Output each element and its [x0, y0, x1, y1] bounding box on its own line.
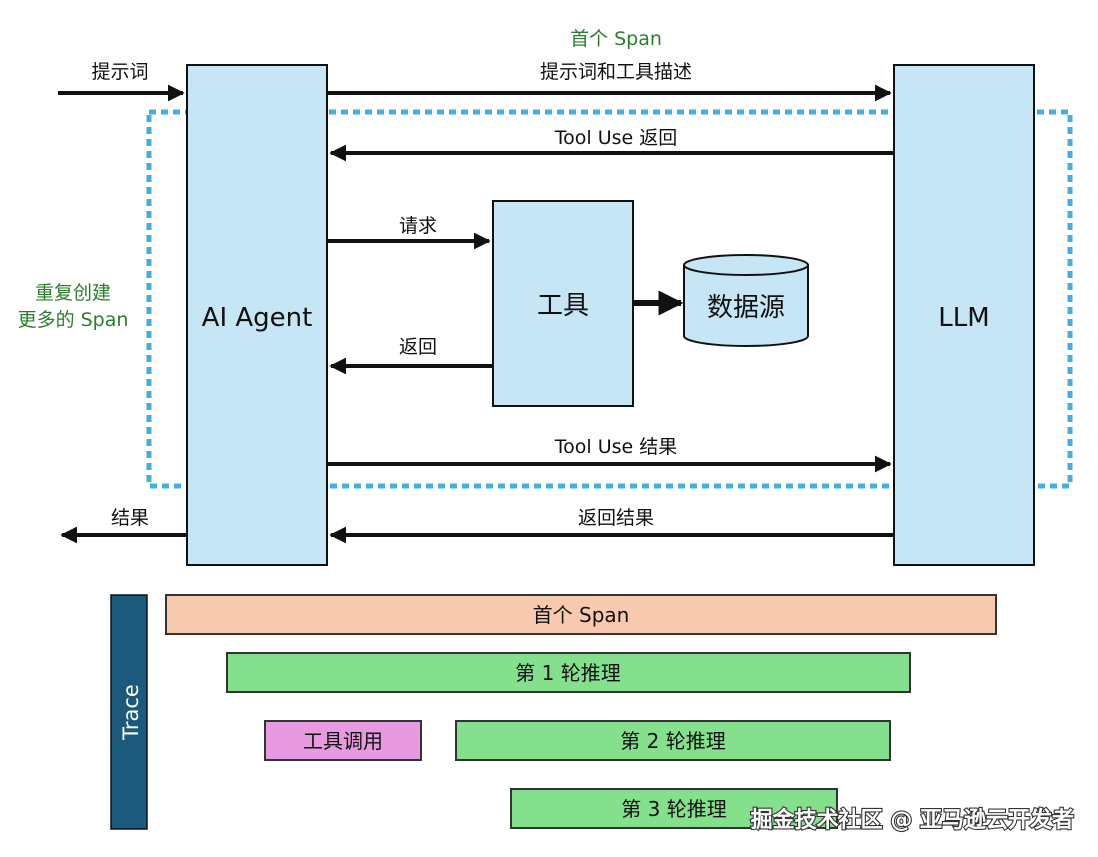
repeat-region-border	[146, 109, 1073, 489]
round1-bar-label: 第 1 轮推理	[515, 661, 620, 685]
prompt-tools-label: 提示词和工具描述	[540, 61, 692, 83]
result-out-label: 结果	[111, 507, 149, 529]
repeat-label-line1: 重复创建	[35, 282, 111, 304]
trace-label: Trace	[119, 684, 143, 741]
request-label: 请求	[399, 215, 437, 237]
first-span-bar	[165, 594, 997, 635]
return-result-label: 返回结果	[578, 507, 654, 529]
return-label: 返回	[399, 336, 437, 358]
agent-box	[186, 64, 328, 566]
datasource-cylinder	[683, 254, 809, 347]
round3-bar	[510, 788, 838, 829]
tool-call-bar	[264, 720, 422, 761]
prompt-in-label: 提示词	[91, 61, 148, 83]
agent-label: AI Agent	[202, 303, 313, 333]
watermark: 掘金技术社区 @ 亚马逊云开发者	[751, 807, 1074, 833]
llm-box	[893, 64, 1035, 566]
round1-bar	[226, 652, 911, 693]
tool-use-result-label: Tool Use 结果	[554, 436, 677, 458]
first-span-bar-label: 首个 Span	[533, 603, 630, 627]
tool-label: 工具	[537, 291, 589, 321]
llm-label: LLM	[938, 303, 989, 333]
first-span-top-label: 首个 Span	[570, 28, 662, 50]
round2-bar-label: 第 2 轮推理	[620, 729, 725, 753]
round3-bar-label: 第 3 轮推理	[621, 797, 726, 821]
round2-bar	[455, 720, 891, 761]
tool-use-return-label: Tool Use 返回	[554, 127, 677, 149]
repeat-label-line2: 更多的 Span	[18, 309, 129, 331]
trace-bar	[110, 594, 148, 830]
tool-call-bar-label: 工具调用	[303, 729, 383, 753]
datasource-label: 数据源	[707, 293, 785, 323]
